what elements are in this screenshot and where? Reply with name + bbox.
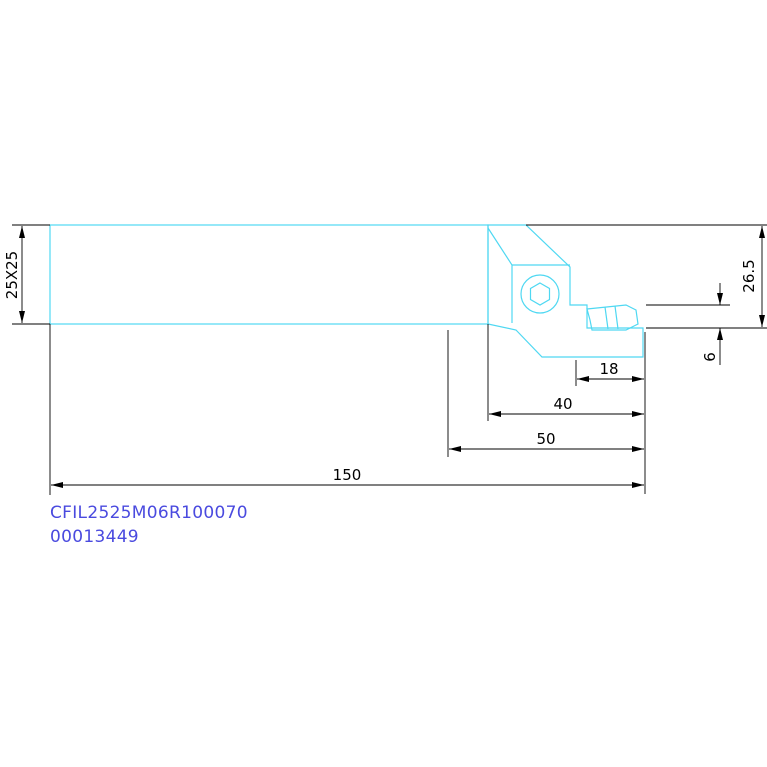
- arrow-icon: [632, 376, 644, 382]
- arrow-icon: [577, 376, 589, 382]
- cutting-insert: [586, 304, 639, 331]
- arrow-icon: [759, 315, 765, 327]
- dim-label-shank-section: 25X25: [3, 251, 21, 299]
- dim-label-overall-height: 26.5: [740, 259, 758, 292]
- arrow-icon: [759, 226, 765, 238]
- shank-body: [49, 224, 489, 325]
- arrow-icon: [449, 446, 461, 452]
- insert-divider: [604, 306, 609, 330]
- tool-outline: [49, 224, 644, 358]
- arrow-icon: [632, 482, 644, 488]
- dim-label-groove-depth: 18: [599, 360, 618, 378]
- arrow-icon: [19, 311, 25, 323]
- dim-label-overall-length: 150: [333, 466, 362, 484]
- arrow-icon: [717, 328, 723, 340]
- part-code: CFIL2525M06R100070: [50, 503, 248, 523]
- dim-label-cutting-width: 6: [701, 352, 719, 362]
- dimension-labels: 25X25 26.5 6 18 40 50 150: [3, 251, 758, 484]
- clamp-wedge: [487, 227, 513, 323]
- dimension-lines: [12, 224, 767, 495]
- insert-divider: [614, 305, 619, 330]
- arrow-icon: [717, 293, 723, 305]
- arrow-icon: [632, 411, 644, 417]
- arrow-icon: [19, 226, 25, 238]
- tool-head: [487, 224, 644, 358]
- clamp-screw-icon: [520, 274, 560, 314]
- part-number: 00013449: [50, 527, 139, 547]
- arrow-icon: [632, 446, 644, 452]
- arrow-icon: [51, 482, 63, 488]
- hex-socket-icon: [529, 282, 551, 306]
- arrow-icon: [489, 411, 501, 417]
- dim-label-reach-length: 50: [536, 430, 555, 448]
- dim-label-head-length: 40: [553, 395, 572, 413]
